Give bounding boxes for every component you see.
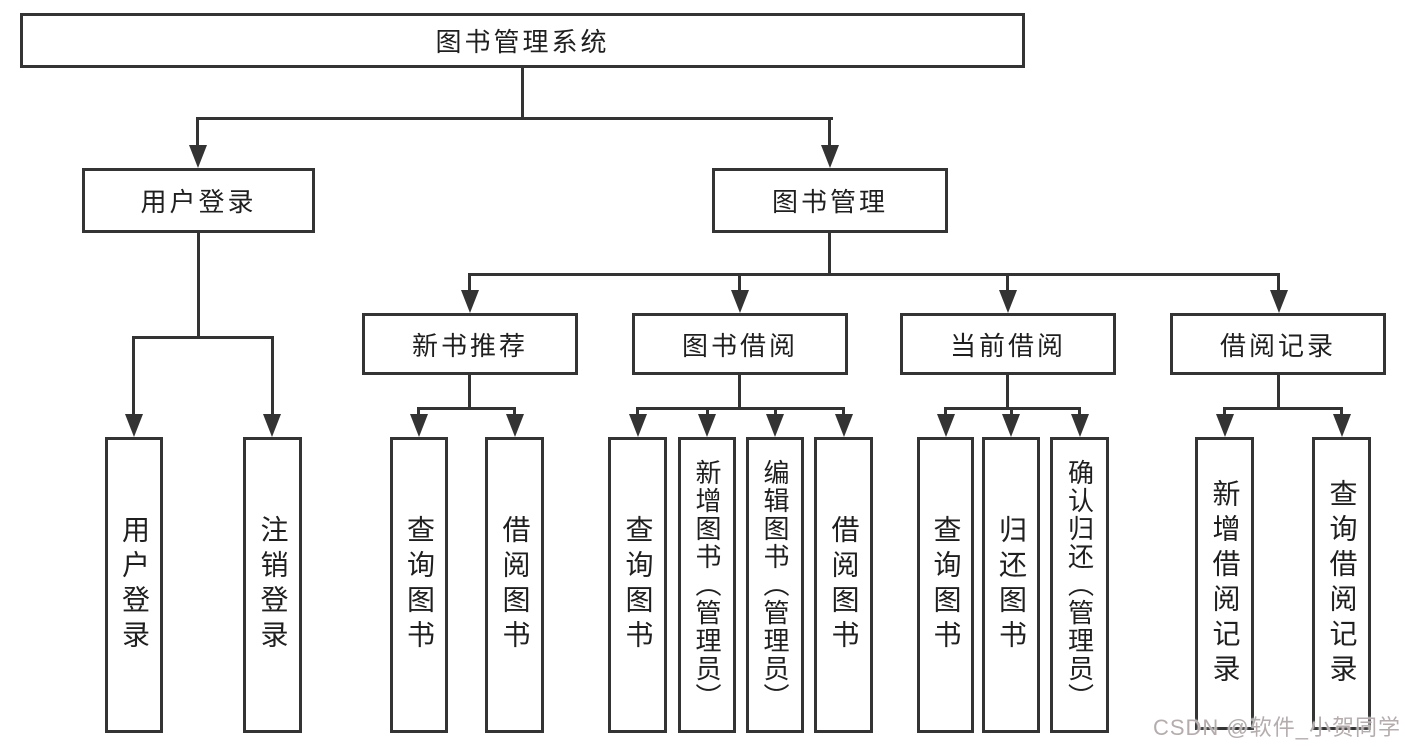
leaf-confirm-return-admin: 确认归还（管理员） xyxy=(1050,437,1109,733)
connector-line xyxy=(1223,407,1226,417)
leaf-edit-book-admin: 编辑图书（管理员） xyxy=(746,437,804,733)
node-user-login-branch: 用户登录 xyxy=(82,168,315,233)
arrow-down-icon xyxy=(263,414,281,437)
connector-line xyxy=(738,375,741,407)
arrow-down-icon xyxy=(1270,290,1288,313)
connector-line xyxy=(1010,407,1013,417)
connector-line xyxy=(1277,375,1280,407)
connector-line xyxy=(1006,375,1009,407)
connector-line xyxy=(132,336,274,339)
leaf-label: 查询图书 xyxy=(622,515,654,655)
connector-line xyxy=(417,407,516,410)
connector-line xyxy=(521,68,524,117)
node-root-label: 图书管理系统 xyxy=(435,27,610,57)
node-label: 用户登录 xyxy=(140,187,257,217)
connector-line xyxy=(842,407,845,417)
leaf-user-login: 用户登录 xyxy=(105,437,163,733)
leaf-label: 借阅图书 xyxy=(828,515,860,655)
csdn-watermark: CSDN @软件_小贺同学 xyxy=(1152,715,1401,740)
node-label: 新书推荐 xyxy=(411,330,528,361)
connector-line xyxy=(774,407,777,417)
connector-line xyxy=(1006,273,1009,292)
leaf-label: 借阅图书 xyxy=(499,515,531,655)
node-label: 当前借阅 xyxy=(949,330,1066,361)
arrow-down-icon xyxy=(125,414,143,437)
leaf-return-book: 归还图书 xyxy=(982,437,1040,733)
arrow-down-icon xyxy=(999,290,1017,313)
connector-line xyxy=(197,233,200,336)
connector-line xyxy=(828,233,831,273)
connector-line xyxy=(1223,407,1343,410)
leaf-borrow-book: 借阅图书 xyxy=(814,437,873,733)
connector-line xyxy=(1340,407,1343,417)
leaf-borrow-book-recommend: 借阅图书 xyxy=(485,437,544,733)
connector-line xyxy=(1078,407,1081,417)
arrow-down-icon xyxy=(506,414,524,437)
leaf-label: 查询图书 xyxy=(930,515,962,655)
leaf-label: 归还图书 xyxy=(996,515,1027,655)
arrow-down-icon xyxy=(629,414,647,437)
connector-line xyxy=(196,117,833,120)
leaf-label: 用户登录 xyxy=(119,515,150,655)
leaf-label: 新增借阅记录 xyxy=(1209,478,1241,689)
arrow-down-icon xyxy=(1002,414,1020,437)
connector-line xyxy=(828,117,831,147)
connector-line xyxy=(132,336,135,416)
arrow-down-icon xyxy=(1071,414,1089,437)
connector-line xyxy=(468,375,471,407)
leaf-label: 编辑图书（管理员） xyxy=(760,459,790,711)
connector-line xyxy=(1277,273,1280,292)
node-borrow-record: 借阅记录 xyxy=(1170,313,1386,375)
leaf-label: 确认归还（管理员） xyxy=(1064,459,1095,711)
leaf-query-book-current: 查询图书 xyxy=(917,437,974,733)
leaf-label: 注销登录 xyxy=(257,515,289,655)
arrow-down-icon xyxy=(731,290,749,313)
node-label: 借阅记录 xyxy=(1219,330,1336,361)
arrow-down-icon xyxy=(766,414,784,437)
leaf-add-book-admin: 新增图书（管理员） xyxy=(678,437,736,733)
connector-line xyxy=(417,407,420,417)
connector-line xyxy=(196,117,199,147)
arrow-down-icon xyxy=(821,145,839,168)
arrow-down-icon xyxy=(410,414,428,437)
arrow-down-icon xyxy=(1216,414,1234,437)
leaf-label: 新增图书（管理员） xyxy=(692,459,722,711)
arrow-down-icon xyxy=(698,414,716,437)
leaf-label: 查询图书 xyxy=(404,515,435,655)
connector-line xyxy=(636,407,639,417)
arrow-down-icon xyxy=(937,414,955,437)
node-label: 图书管理 xyxy=(771,187,888,217)
leaf-query-borrow-record: 查询借阅记录 xyxy=(1312,437,1371,730)
connector-line xyxy=(468,273,471,292)
arrow-down-icon xyxy=(1333,414,1351,437)
connector-line xyxy=(944,407,947,417)
leaf-add-borrow-record: 新增借阅记录 xyxy=(1195,437,1254,730)
leaf-query-book-recommend: 查询图书 xyxy=(390,437,448,733)
arrow-down-icon xyxy=(461,290,479,313)
arrow-down-icon xyxy=(835,414,853,437)
leaf-label: 查询借阅记录 xyxy=(1326,478,1358,689)
node-label: 图书借阅 xyxy=(681,330,798,361)
connector-line xyxy=(738,273,741,292)
arrow-down-icon xyxy=(189,145,207,168)
leaf-query-book-borrow: 查询图书 xyxy=(608,437,667,733)
connector-line xyxy=(636,407,845,410)
connector-line xyxy=(706,407,709,417)
node-current-borrow: 当前借阅 xyxy=(900,313,1116,375)
connector-line xyxy=(468,273,1280,276)
node-new-book-recommend: 新书推荐 xyxy=(362,313,578,375)
leaf-logout: 注销登录 xyxy=(243,437,302,733)
node-book-management: 图书管理 xyxy=(712,168,948,233)
connector-line xyxy=(271,336,274,416)
connector-line xyxy=(513,407,516,417)
node-root: 图书管理系统 xyxy=(20,13,1025,68)
node-book-borrow: 图书借阅 xyxy=(632,313,848,375)
